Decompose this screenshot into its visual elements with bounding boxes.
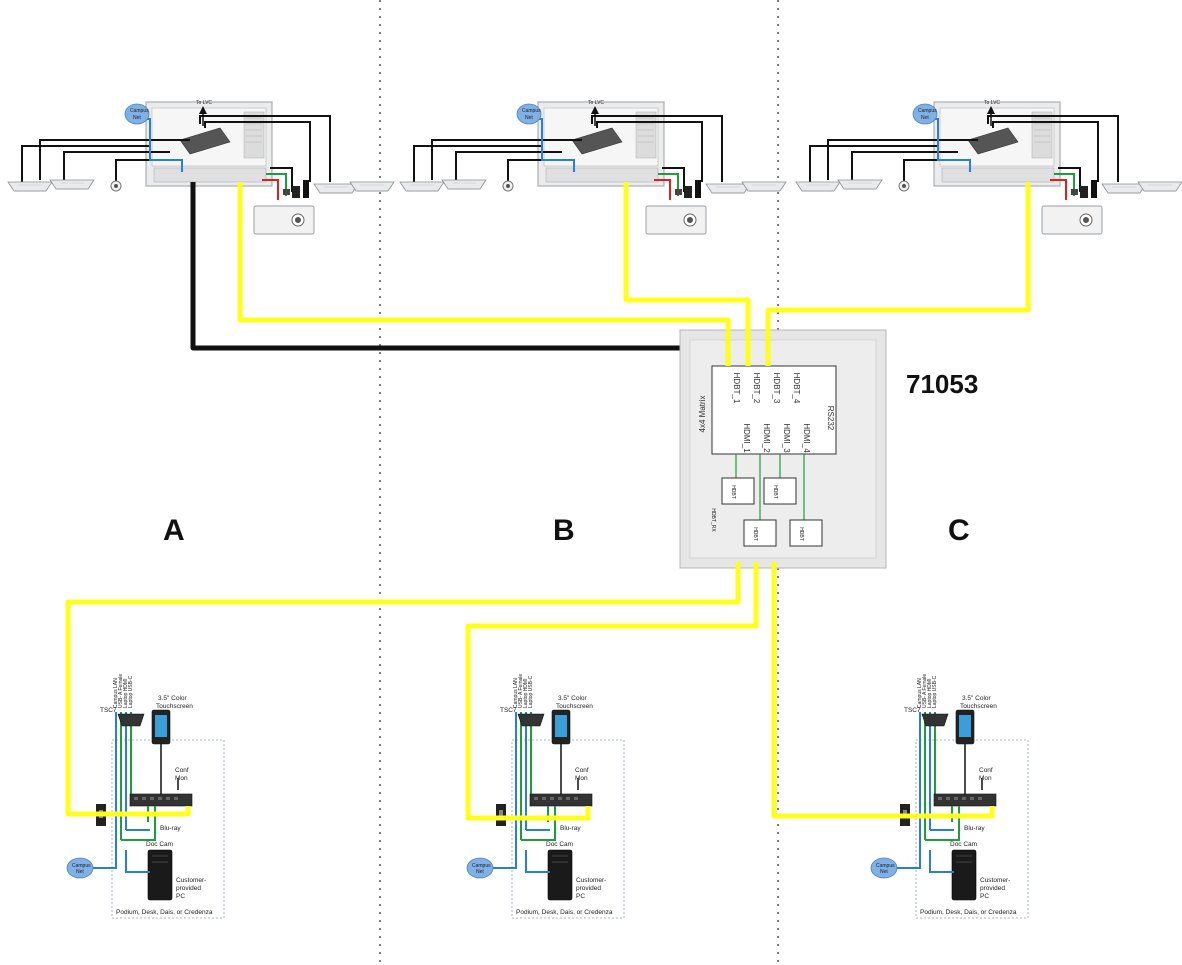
bluray-label: Blu-ray — [160, 825, 181, 832]
port-label: Campus LAN — [513, 678, 519, 708]
ceiling-system-c: To LVC Campus Net — [796, 100, 1182, 234]
tsc-label: TSC7 — [904, 707, 921, 714]
rs232-port: RS232 — [826, 406, 835, 431]
cloud-label: Net — [476, 869, 484, 875]
conf-mon-label: Conf — [175, 767, 189, 774]
port-label: USB- A Female — [922, 674, 928, 708]
touchscreen-label: 3.5" Color — [158, 695, 188, 702]
port-label: Campus LAN — [113, 678, 119, 708]
cloud-label: Net — [133, 115, 141, 121]
cloud-label: Net — [76, 869, 84, 875]
lvc-label: To LVC — [196, 100, 212, 106]
hdbt-port-1: HDBT_1 — [732, 373, 741, 404]
matrix-title: 4x4 Matrix — [698, 396, 707, 433]
pc-label: provided — [980, 885, 1005, 892]
cloud-label: Net — [525, 115, 533, 121]
module-label: HDBT — [752, 527, 758, 541]
hdmi-port-2: HDMI_2 — [762, 423, 771, 453]
pc-label: provided — [576, 885, 601, 892]
touchscreen-label: Touchscreen — [156, 703, 193, 710]
lvc-label: To LVC — [984, 100, 1000, 106]
port-label: Laptop USB-C — [932, 675, 938, 708]
furniture-label: Podium, Desk, Dais, or Credenza — [920, 909, 1017, 916]
conf-mon-label: Mon — [575, 775, 588, 782]
doccam-label: Doc Cam — [546, 841, 573, 848]
podium-system-b: Campus LAN USB- A Female Laptop HDMI Lap… — [466, 674, 625, 919]
port-label: USB- A Female — [518, 674, 524, 708]
cloud-label: Campus — [876, 863, 895, 869]
module-label: HDBT — [730, 485, 736, 499]
cloud-label: Net — [880, 869, 888, 875]
cloud-label: Net — [921, 115, 929, 121]
lvc-label: To LVC — [588, 100, 604, 106]
hdbt-cable-b-to-matrix — [623, 182, 751, 366]
conf-mon-label: Conf — [575, 767, 589, 774]
tx-label: HDBT_RX — [710, 508, 716, 532]
doccam-label: Doc Cam — [950, 841, 977, 848]
touchscreen-label: Touchscreen — [960, 703, 997, 710]
hdbt-port-2: HDBT_2 — [752, 373, 761, 404]
tsc-label: TSC7 — [100, 707, 117, 714]
hdbt-module — [789, 519, 823, 547]
matrix-unit — [711, 365, 837, 455]
hdbt-module — [763, 477, 797, 505]
furniture-label: Podium, Desk, Dais, or Credenza — [116, 909, 213, 916]
cloud-label: Campus — [130, 108, 149, 114]
module-label: HDBT — [798, 527, 804, 541]
zone-label-a: A — [163, 514, 185, 547]
cloud-label: Campus — [472, 863, 491, 869]
furniture-label: Podium, Desk, Dais, or Credenza — [516, 909, 613, 916]
port-label: Laptop HDMI — [123, 679, 129, 708]
hdbt-module — [743, 519, 777, 547]
module-label: HDBT — [772, 485, 778, 499]
hdmi-port-3: HDMI_3 — [782, 423, 791, 453]
cloud-label: Campus — [918, 108, 937, 114]
touchscreen-label: 3.5" Color — [558, 695, 588, 702]
zone-label-c: C — [948, 514, 970, 547]
conf-mon-label: Mon — [979, 775, 992, 782]
hdmi-port-4: HDMI_4 — [802, 423, 811, 453]
touchscreen-label: 3.5" Color — [962, 695, 992, 702]
cloud-label: Campus — [522, 108, 541, 114]
podium-system-c: Campus LAN USB- A Female Laptop HDMI Lap… — [870, 674, 1029, 919]
pc-label: PC — [576, 893, 585, 900]
conf-mon-label: Mon — [175, 775, 188, 782]
zone-label-b: B — [553, 514, 575, 547]
touchscreen-label: Touchscreen — [556, 703, 593, 710]
pc-label: Customer- — [176, 877, 206, 884]
bluray-label: Blu-ray — [964, 825, 985, 832]
hdbt-cable-a-to-matrix — [237, 182, 731, 366]
cloud-label: Campus — [72, 863, 91, 869]
ceiling-system-a: To LVC Campus Net — [8, 100, 394, 234]
port-label: Laptop USB-C — [528, 675, 534, 708]
pc-label: Customer- — [980, 877, 1010, 884]
conf-mon-label: Conf — [979, 767, 993, 774]
hdbt-module — [721, 477, 755, 505]
pc-label: PC — [980, 893, 989, 900]
hdbt-port-3: HDBT_3 — [772, 373, 781, 404]
pc-label: Customer- — [576, 877, 606, 884]
pc-label: PC — [176, 893, 185, 900]
pc-label: provided — [176, 885, 201, 892]
hdbt-port-4: HDBT_4 — [792, 373, 801, 404]
port-label: Campus LAN — [917, 678, 923, 708]
port-label: Laptop HDMI — [523, 679, 529, 708]
podium-system-a: Campus LAN USB- A Female Laptop HDMI Lap… — [66, 674, 225, 919]
tsc-label: TSC7 — [500, 707, 517, 714]
hdmi-port-1: HDMI_1 — [742, 423, 751, 453]
ceiling-system-b: To LVC Campus Net — [400, 100, 786, 234]
bluray-label: Blu-ray — [560, 825, 581, 832]
room-number: 71053 — [906, 369, 978, 399]
hdbt-cable-matrix-to-a — [65, 562, 741, 817]
matrix-switcher: 4x4 Matrix HDBT_1 HDBT_2 HDBT_3 HDBT_4 R… — [679, 329, 887, 569]
port-label: Laptop HDMI — [927, 679, 933, 708]
hdbt-cable-matrix-to-c — [771, 562, 995, 819]
doccam-label: Doc Cam — [146, 841, 173, 848]
hdbt-cable-c-to-matrix — [765, 182, 1031, 366]
hdbt-cable-matrix-to-b — [465, 562, 759, 821]
port-label: USB- A Female — [118, 674, 124, 708]
port-label: Laptop USB-C — [128, 675, 134, 708]
